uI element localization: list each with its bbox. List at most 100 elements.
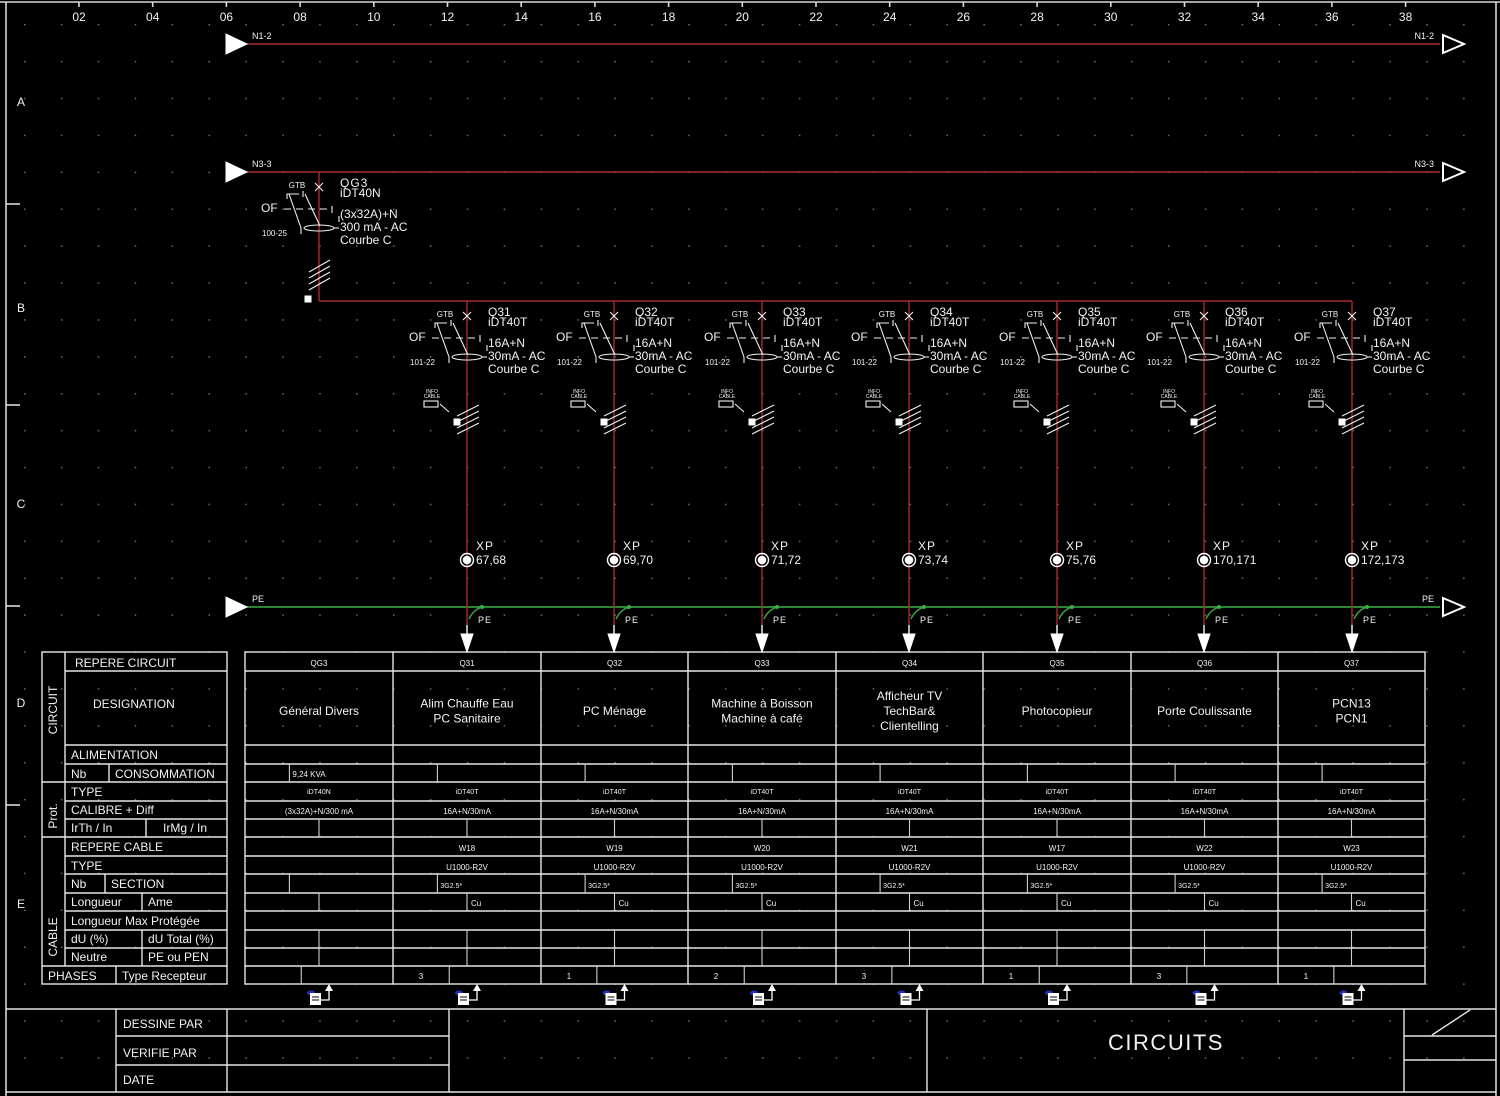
grid-dot: [171, 503, 174, 506]
report-export-icon[interactable]: [1339, 984, 1366, 1005]
grid-dot: [762, 1020, 764, 1022]
column-label: 16: [588, 10, 602, 24]
report-export-icon[interactable]: [1192, 984, 1219, 1005]
grid-dot: [245, 540, 247, 543]
connection-node-icon: [748, 418, 756, 426]
grid-dot: [946, 393, 948, 395]
grid-dot: [1057, 725, 1059, 727]
breaker-rating: 16A+N: [1373, 336, 1410, 350]
grid-dot: [503, 24, 506, 26]
grid-dot: [466, 134, 469, 137]
grid-dot: [171, 171, 174, 174]
down-arrow-icon: [902, 633, 916, 654]
grid-dot: [1315, 208, 1317, 210]
grid-dot: [1463, 393, 1465, 395]
grid-dot: [97, 1057, 100, 1059]
report-export-icon[interactable]: [1045, 984, 1071, 1005]
grid-dot: [97, 208, 100, 210]
grid-dot: [946, 614, 948, 616]
grid-dot: [946, 245, 948, 247]
grid-dot: [466, 1057, 469, 1059]
report-export-icon[interactable]: [897, 984, 924, 1005]
terminal-icon: [1196, 552, 1212, 568]
bus-label-right: N3-3: [1414, 159, 1434, 169]
grid-dot: [429, 540, 432, 543]
grid-dot: [171, 319, 174, 321]
grid-dot: [319, 688, 321, 690]
dessine-par-label: DESSINE PAR: [123, 1017, 203, 1031]
grid-dot: [1463, 614, 1465, 616]
report-export-icon[interactable]: [602, 984, 629, 1005]
cell-section: 3G2.5*: [440, 883, 462, 890]
grid-dot: [1463, 688, 1465, 690]
report-export-icon-part: [469, 989, 478, 1001]
grid-dot: [577, 503, 579, 506]
grid-dot: [1352, 1020, 1354, 1022]
grid-dot: [319, 24, 321, 26]
report-export-icon[interactable]: [750, 984, 776, 1005]
grid-dot: [577, 319, 579, 321]
report-export-icon-part: [310, 993, 321, 1005]
pe-tap-node: [922, 605, 926, 609]
cell-designation: Afficheur TV: [877, 689, 943, 703]
grid-dot: [1020, 319, 1022, 321]
grid-dot: [688, 688, 690, 690]
grid-dot: [393, 24, 395, 26]
cell-type: iDT40T: [603, 789, 627, 796]
grid-dot: [208, 393, 210, 395]
grid-dot: [1167, 946, 1170, 948]
grid-dot: [762, 466, 764, 469]
report-export-icon[interactable]: [307, 984, 333, 1005]
grid-dot: [909, 393, 912, 395]
grid-dot: [134, 762, 137, 764]
column-label: 08: [293, 10, 307, 24]
grid-dot: [60, 872, 63, 875]
grid-dot: [60, 466, 63, 469]
circuit-column-q35[interactable]: Q35PhotocopieuriDT40T16A+N/30mAW17U1000-…: [1009, 659, 1093, 1005]
grid-dot: [1352, 614, 1354, 616]
grid-dot: [872, 540, 875, 543]
report-export-icon[interactable]: [455, 984, 481, 1005]
grid-dot: [577, 97, 579, 100]
cable-hatch-icon: [308, 271, 331, 285]
grid-dot: [1278, 577, 1281, 579]
pe-tap-node: [775, 605, 779, 609]
info-cable-box-icon: [1013, 400, 1029, 408]
grid-dot: [1204, 208, 1207, 210]
grid-dot: [134, 1020, 137, 1022]
grid-dot: [356, 762, 358, 764]
grid-dot: [97, 319, 100, 321]
grid-dot: [60, 319, 63, 321]
circuit-column-q37[interactable]: Q37PCN13PCN1iDT40T16A+N/30mAW23U1000-R2V…: [1304, 659, 1376, 1005]
grid-dot: [872, 503, 875, 506]
grid-dot: [1057, 208, 1059, 210]
connection-node-icon: [453, 418, 461, 426]
grid-dot: [24, 651, 26, 653]
breaker-diff: 30mA - AC: [488, 349, 546, 363]
grid-dot: [356, 24, 358, 26]
grid-dot: [1204, 577, 1207, 579]
cable-hatch-icon: [456, 416, 480, 429]
